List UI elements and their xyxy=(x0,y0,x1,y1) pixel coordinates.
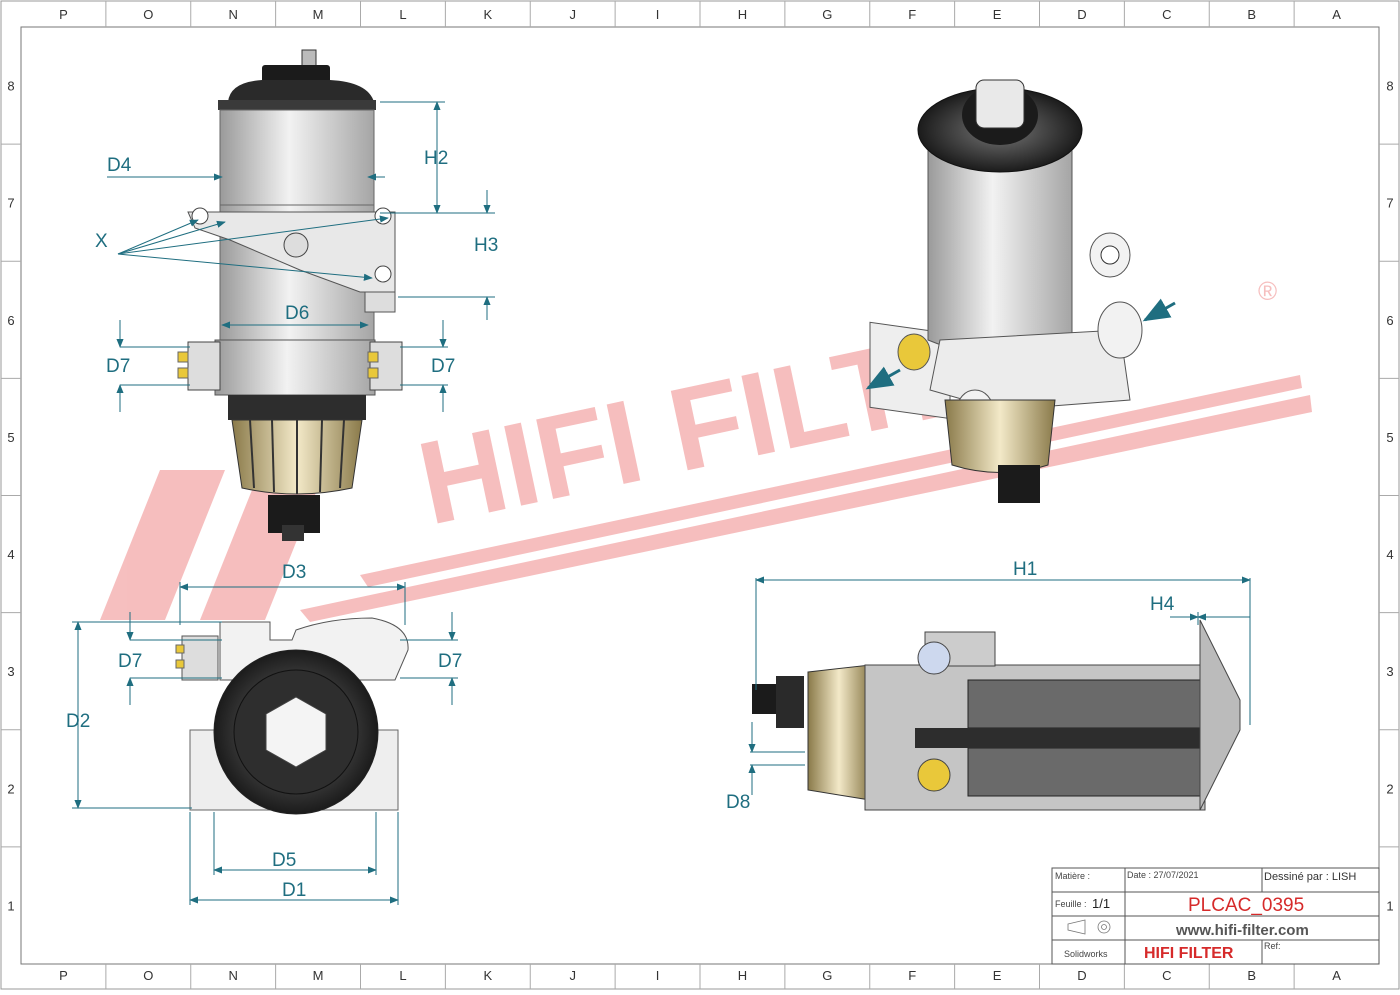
tb-matiere-label: Matière : xyxy=(1055,871,1090,881)
grid-column-label: C xyxy=(1162,7,1171,22)
watermark-logo-stripe-1 xyxy=(100,470,225,620)
dim-h1: H1 xyxy=(1013,559,1037,580)
grid-column-label: L xyxy=(399,7,406,22)
tb-ref-label: Ref: xyxy=(1264,941,1281,951)
grid-row-label: 8 xyxy=(1386,79,1393,94)
tb-part-number: PLCAC_0395 xyxy=(1188,895,1304,916)
grid-column-label: F xyxy=(908,968,916,983)
dim-d7-bottom-right: D7 xyxy=(438,651,462,672)
grid-row-label: 4 xyxy=(7,547,14,562)
dim-d7-left: D7 xyxy=(106,356,130,377)
grid-column-label: L xyxy=(399,968,406,983)
grid-column-label: A xyxy=(1332,7,1341,22)
grid-column-label: H xyxy=(738,7,747,22)
grid-row-label: 4 xyxy=(1386,547,1393,562)
grid-row-label: 8 xyxy=(7,79,14,94)
watermark-underline-2 xyxy=(360,375,1302,587)
dim-d1: D1 xyxy=(282,880,306,901)
grid-column-label: E xyxy=(993,7,1002,22)
dim-d8: D8 xyxy=(726,792,750,813)
grid-column-label: O xyxy=(143,7,153,22)
grid-column-label: J xyxy=(569,7,576,22)
grid-row-label: 5 xyxy=(1386,430,1393,445)
grid-row-label: 1 xyxy=(1386,898,1393,913)
dim-d6: D6 xyxy=(285,303,309,324)
dim-d2: D2 xyxy=(66,711,90,732)
grid-column-label: B xyxy=(1247,7,1256,22)
grid-column-label: K xyxy=(483,968,492,983)
grid-column-label: N xyxy=(228,7,237,22)
grid-column-label: M xyxy=(313,7,324,22)
grid-column-label: G xyxy=(822,7,832,22)
grid-column-label: K xyxy=(483,7,492,22)
grid-column-label: J xyxy=(569,968,576,983)
grid-row-labels-right: 8 7 6 5 4 3 2 1 xyxy=(1386,79,1393,914)
grid-column-label: P xyxy=(59,968,68,983)
dim-d4: D4 xyxy=(107,155,132,176)
grid-row-label: 2 xyxy=(7,781,14,796)
grid-row-label: 3 xyxy=(1386,664,1393,679)
watermark-registered: ® xyxy=(1258,276,1277,306)
grid-column-label: G xyxy=(822,968,832,983)
grid-row-label: 5 xyxy=(7,430,14,445)
grid-column-label: N xyxy=(228,968,237,983)
section-view: H1 H4 D8 xyxy=(726,559,1251,813)
grid-row-label: 2 xyxy=(1386,781,1393,796)
grid-row-label: 3 xyxy=(7,664,14,679)
front-view: D4 X H2 H3 D6 D7 D7 xyxy=(95,49,498,541)
tb-website: www.hifi-filter.com xyxy=(1175,922,1309,939)
grid-column-label: O xyxy=(143,968,153,983)
projection-symbol-icon xyxy=(1067,919,1111,935)
title-block: Matière : Date : 27/07/2021 Dessiné par … xyxy=(1051,867,1380,965)
dim-d7-bottom-left: D7 xyxy=(118,651,142,672)
grid-column-label: I xyxy=(656,7,660,22)
grid-column-label: H xyxy=(738,968,747,983)
dim-h3: H3 xyxy=(474,235,498,256)
dim-x: X xyxy=(95,231,108,252)
grid-row-label: 1 xyxy=(7,898,14,913)
grid-row-label: 6 xyxy=(1386,313,1393,328)
grid-column-label: C xyxy=(1162,968,1171,983)
grid-row-labels-left: 8 7 6 5 4 3 2 1 xyxy=(7,79,14,914)
grid-column-label: A xyxy=(1332,968,1341,983)
dim-d3: D3 xyxy=(282,562,306,583)
grid-row-label: 7 xyxy=(1386,196,1393,211)
grid-column-label: F xyxy=(908,7,916,22)
grid-column-label: I xyxy=(656,968,660,983)
dim-d7-right: D7 xyxy=(431,356,455,377)
grid-row-label: 7 xyxy=(7,196,14,211)
grid-column-label: B xyxy=(1247,968,1256,983)
grid-column-label: E xyxy=(993,968,1002,983)
dim-h4: H4 xyxy=(1150,594,1175,615)
grid-row-label: 6 xyxy=(7,313,14,328)
watermark-underline-1 xyxy=(300,395,1312,622)
grid-column-label: P xyxy=(59,7,68,22)
dim-h2: H2 xyxy=(424,148,448,169)
tb-feuille-label: Feuille : xyxy=(1055,899,1087,909)
grid-column-label: M xyxy=(313,968,324,983)
tb-brand: HIFI FILTER xyxy=(1144,945,1234,962)
grid-column-label: D xyxy=(1077,968,1086,983)
tb-feuille-value: 1/1 xyxy=(1092,896,1110,911)
tb-dessine-label: Dessiné par : LISH xyxy=(1264,871,1356,883)
dim-d5: D5 xyxy=(272,850,296,871)
top-view: D3 D7 D7 D2 D5 D1 xyxy=(66,562,462,905)
tb-date-label: Date : 27/07/2021 xyxy=(1127,870,1199,880)
isometric-view xyxy=(865,79,1176,503)
tb-software: Solidworks xyxy=(1064,949,1108,959)
grid-column-label: D xyxy=(1077,7,1086,22)
